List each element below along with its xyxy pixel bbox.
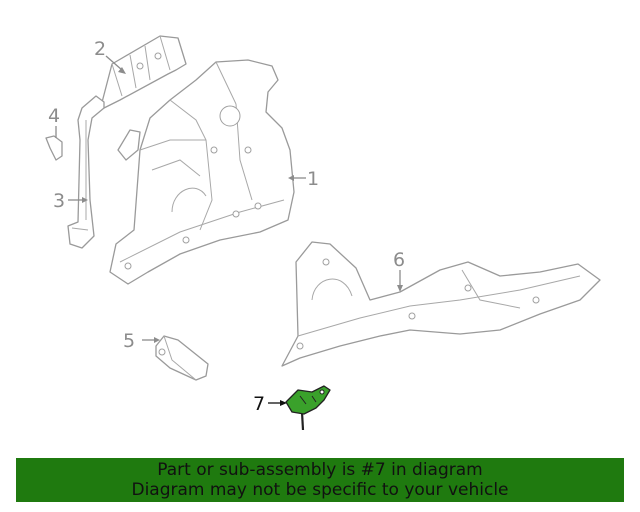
- callout-3: 3: [53, 190, 88, 212]
- callout-6: 6: [393, 249, 405, 292]
- callout-1: 1: [288, 168, 319, 190]
- banner-line-1: Part or sub-assembly is #7 in diagram: [157, 460, 483, 480]
- parts-diagram: 1 2 3 4 5 6 7: [45, 35, 601, 431]
- callout-1-label: 1: [307, 168, 319, 190]
- callout-7: 7: [253, 393, 287, 415]
- callout-4: 4: [48, 105, 60, 138]
- part-2-upper-rail[interactable]: [99, 35, 187, 111]
- part-6-frame-rail[interactable]: [281, 241, 601, 367]
- info-banner: Part or sub-assembly is #7 in diagram Di…: [16, 458, 624, 502]
- part-3-pillar[interactable]: [67, 95, 105, 249]
- callout-7-label: 7: [253, 393, 265, 415]
- part-7-highlighted-bracket[interactable]: [285, 385, 331, 431]
- callout-4-label: 4: [48, 105, 60, 127]
- part-4-clip[interactable]: [45, 135, 63, 161]
- callout-3-label: 3: [53, 190, 65, 212]
- banner-line-2: Diagram may not be specific to your vehi…: [131, 480, 509, 500]
- part-1-apron[interactable]: [109, 59, 295, 285]
- part-5-bracket[interactable]: [155, 335, 209, 381]
- callout-6-label: 6: [393, 249, 405, 271]
- callout-2: 2: [94, 38, 126, 74]
- callout-2-label: 2: [94, 38, 106, 60]
- callout-5-label: 5: [123, 330, 135, 352]
- callout-5: 5: [123, 330, 160, 352]
